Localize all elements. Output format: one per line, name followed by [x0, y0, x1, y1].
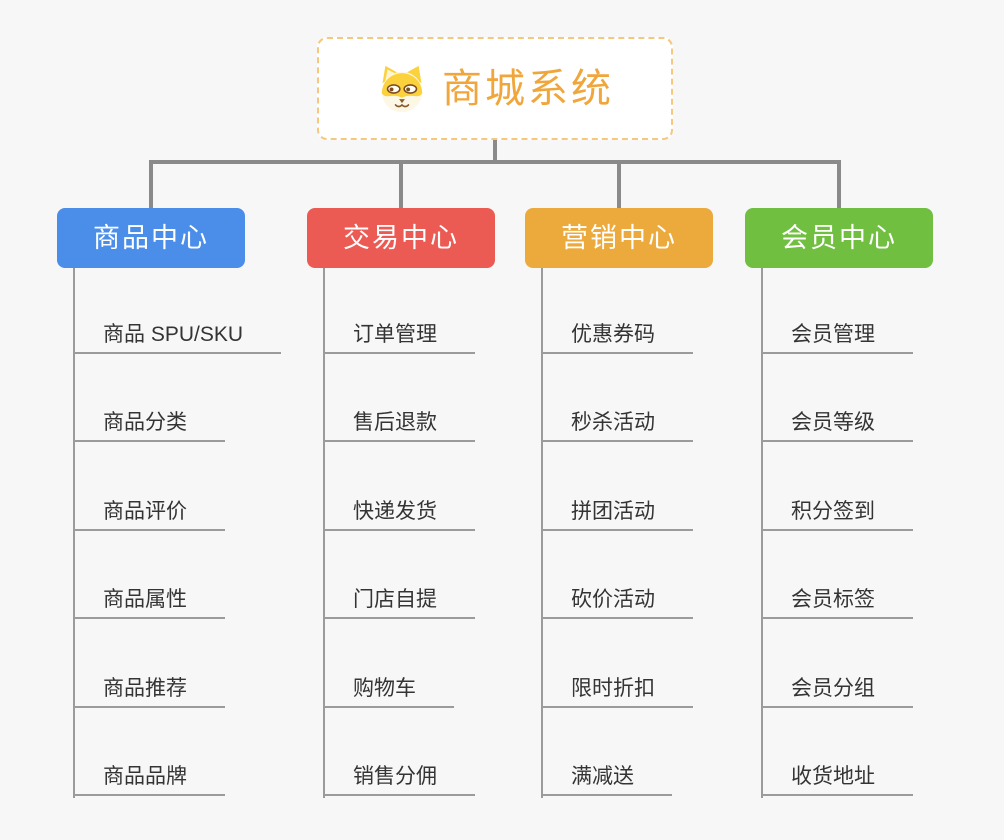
leaf-node[interactable]: 商品品牌 [73, 756, 225, 796]
leaf-node[interactable]: 购物车 [323, 668, 454, 708]
branch-node-2[interactable]: 交易中心 [307, 208, 495, 268]
branch-connector-stub [617, 160, 621, 208]
leaf-node[interactable]: 门店自提 [323, 579, 475, 619]
leaf-node[interactable]: 商品分类 [73, 402, 225, 442]
branch-connector-stub [837, 160, 841, 208]
leaf-node[interactable]: 商品 SPU/SKU [73, 314, 282, 354]
leaf-node[interactable]: 砍价活动 [541, 579, 693, 619]
branch-column-1: 商品中心商品 SPU/SKU 商品分类商品评价商品属性商品推荐商品品牌 [57, 0, 317, 840]
branch-connector-rail [149, 160, 841, 164]
leaf-node[interactable]: 秒杀活动 [541, 402, 693, 442]
root-node[interactable]: 商城系统 [317, 37, 673, 140]
branch-connector-stub [399, 160, 403, 208]
leaf-node[interactable]: 会员等级 [761, 402, 913, 442]
branch-column-4: 会员中心会员管理会员等级积分签到会员标签会员分组收货地址 [745, 0, 1004, 840]
leaf-node[interactable]: 售后退款 [323, 402, 475, 442]
leaf-node[interactable]: 会员管理 [761, 314, 913, 354]
leaf-node[interactable]: 商品评价 [73, 491, 225, 531]
dog-face-icon [376, 65, 428, 113]
root-connector-stub [493, 140, 497, 164]
branch-node-4[interactable]: 会员中心 [745, 208, 933, 268]
leaf-connector-line [323, 268, 325, 798]
leaf-node[interactable]: 满减送 [541, 756, 672, 796]
root-title: 商城系统 [442, 66, 614, 111]
leaf-node[interactable]: 快递发货 [323, 491, 475, 531]
leaf-node[interactable]: 商品属性 [73, 579, 225, 619]
leaf-node[interactable]: 限时折扣 [541, 668, 693, 708]
leaf-connector-line [761, 268, 763, 798]
branch-node-1[interactable]: 商品中心 [57, 208, 245, 268]
leaf-connector-line [73, 268, 75, 798]
leaf-node[interactable]: 积分签到 [761, 491, 913, 531]
leaf-node[interactable]: 优惠券码 [541, 314, 693, 354]
leaf-connector-line [541, 268, 543, 798]
branch-connector-stub [149, 160, 153, 208]
leaf-node[interactable]: 订单管理 [323, 314, 475, 354]
leaf-node[interactable]: 会员标签 [761, 579, 913, 619]
leaf-node[interactable]: 拼团活动 [541, 491, 693, 531]
branch-node-3[interactable]: 营销中心 [525, 208, 713, 268]
branch-column-2: 交易中心订单管理售后退款快递发货门店自提购物车销售分佣 [307, 0, 567, 840]
leaf-node[interactable]: 会员分组 [761, 668, 913, 708]
leaf-node[interactable]: 商品推荐 [73, 668, 225, 708]
leaf-node[interactable]: 收货地址 [761, 756, 913, 796]
branch-column-3: 营销中心优惠券码秒杀活动拼团活动砍价活动限时折扣满减送 [525, 0, 785, 840]
leaf-node[interactable]: 销售分佣 [323, 756, 475, 796]
